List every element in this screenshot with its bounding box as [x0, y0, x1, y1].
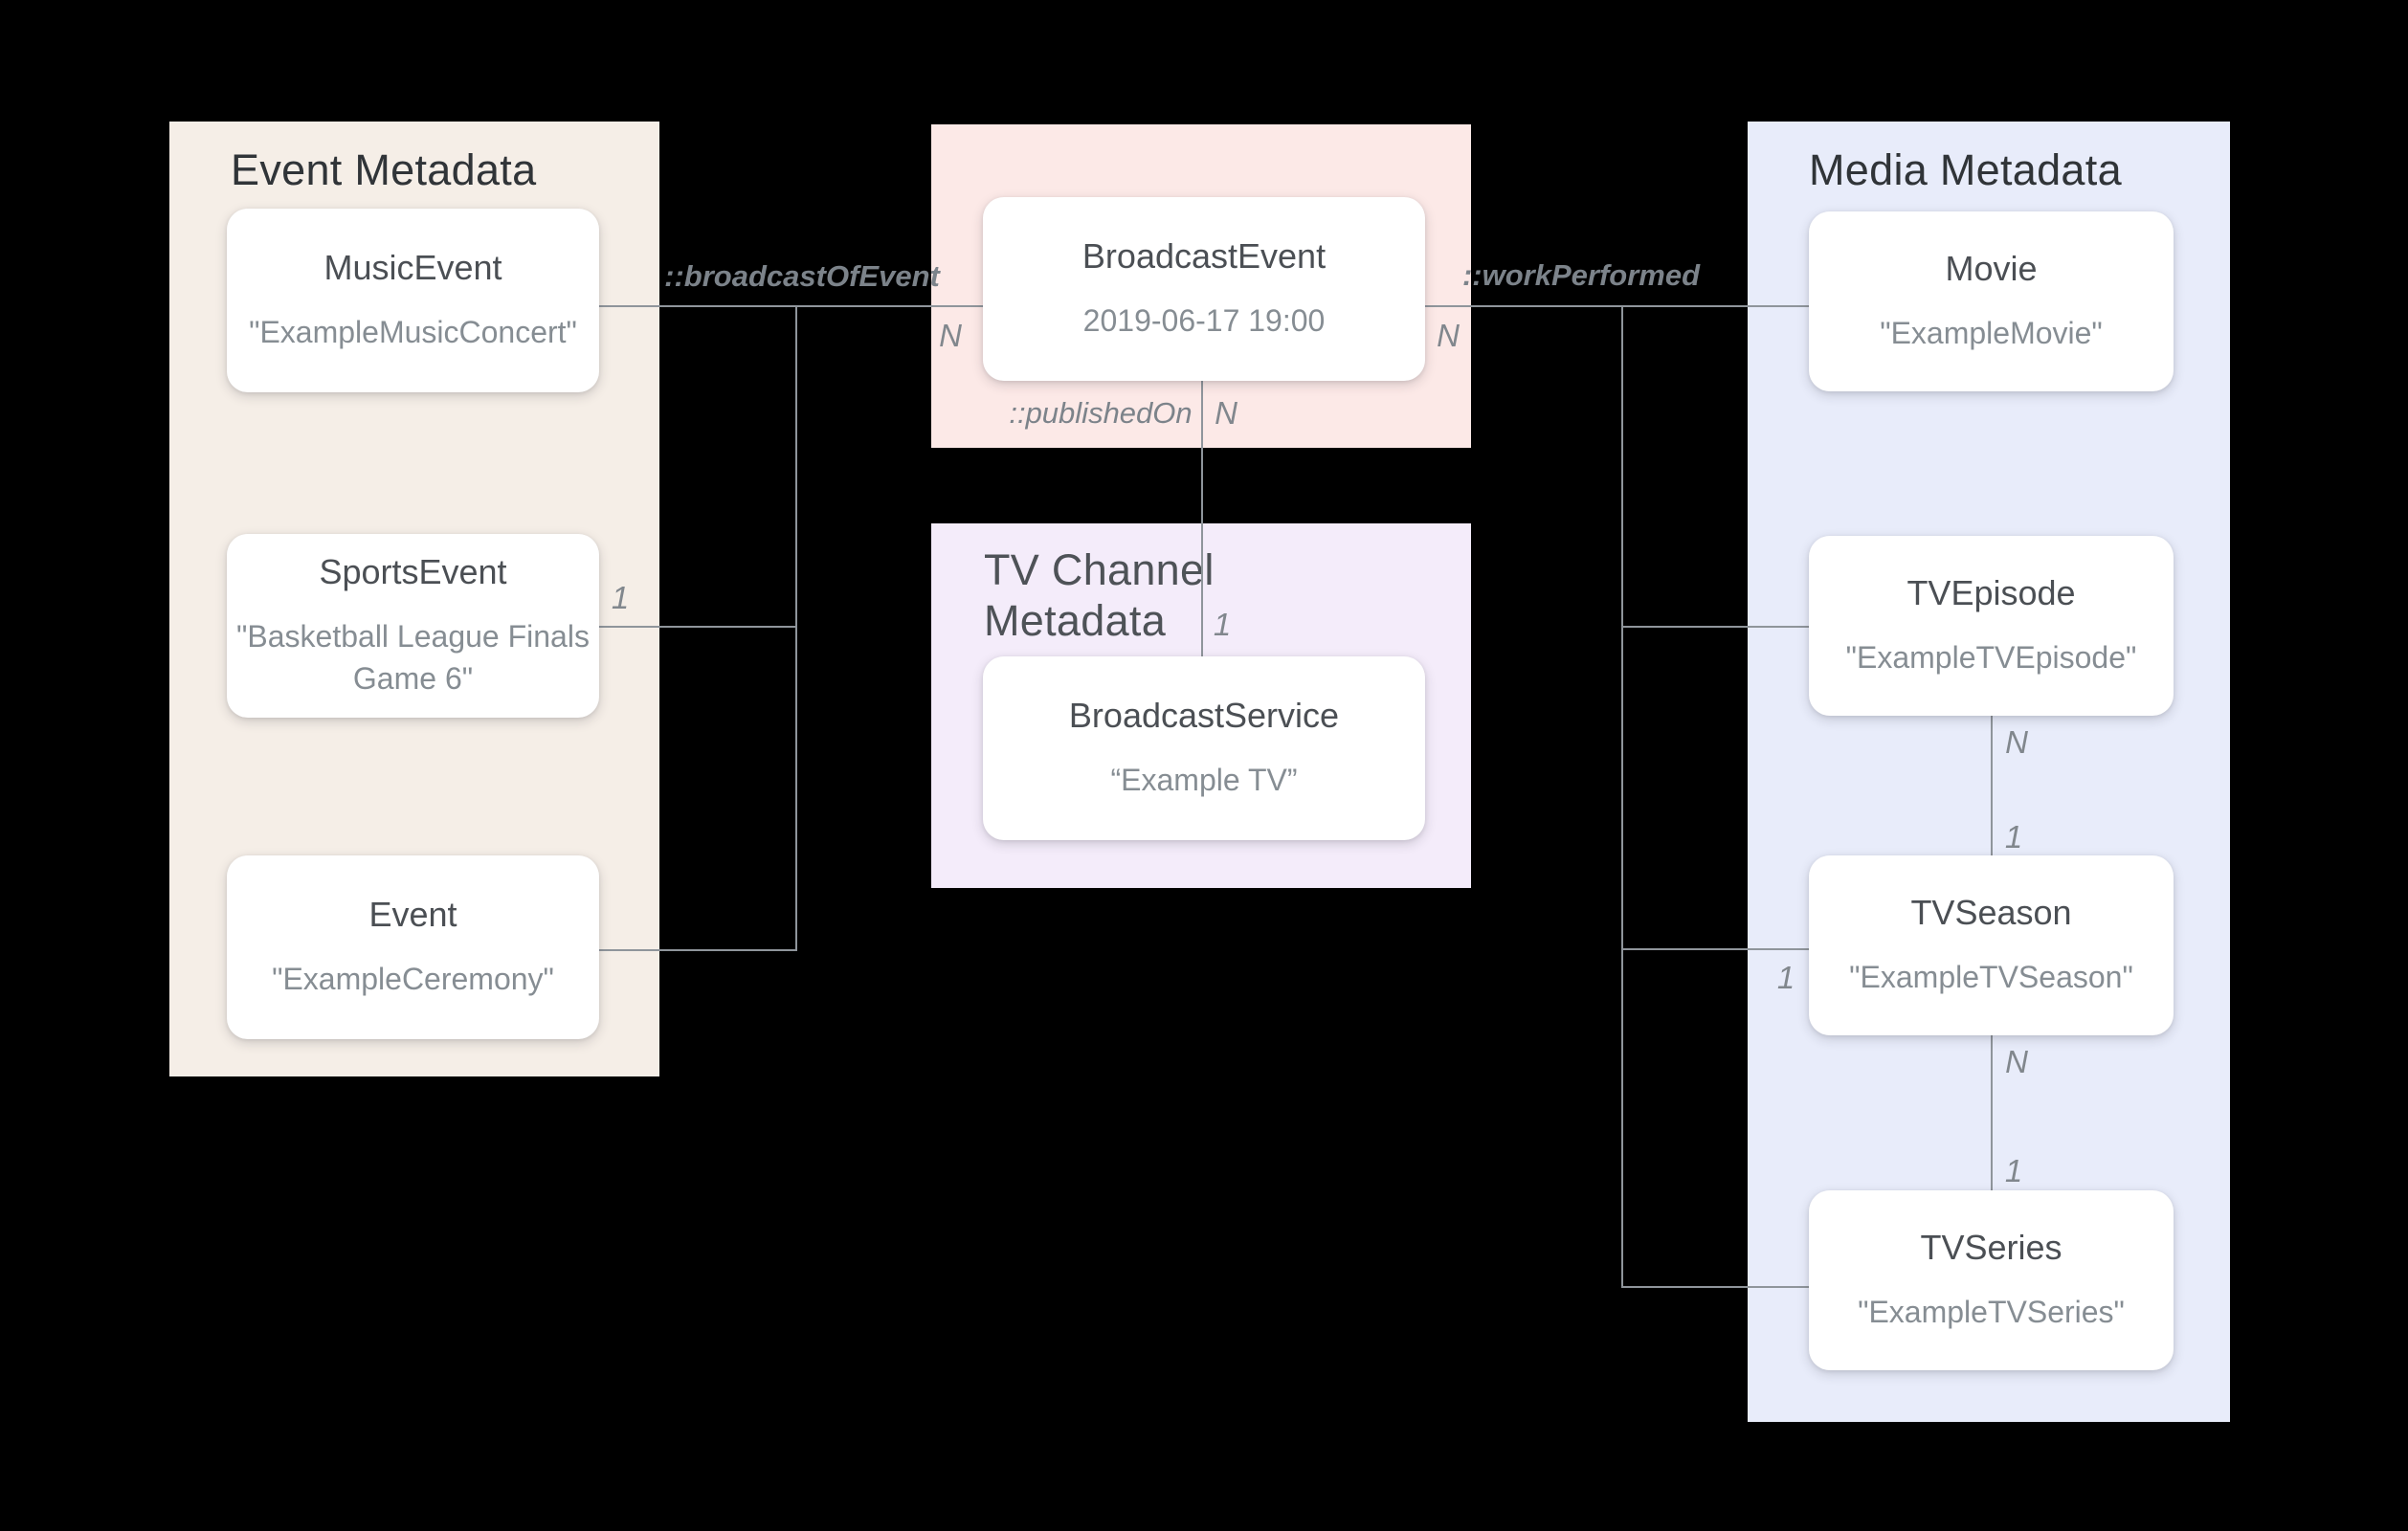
cardinality-broadcastofevent-n: N [939, 318, 962, 353]
node-event: Event "ExampleCeremony" [227, 855, 599, 1039]
connector-rightbus-to-tvseries [1621, 1286, 1809, 1288]
node-title: TVEpisode [1906, 573, 2076, 613]
node-title: TVSeason [1910, 893, 2072, 933]
node-value: “Example TV” [1110, 762, 1298, 797]
tv-channel-metadata-title: TV Channel Metadata [984, 545, 1215, 646]
node-title: BroadcastEvent [1081, 236, 1327, 277]
relation-label-publishedon: ::publishedOn [1009, 396, 1193, 430]
node-tv-season: TVSeason "ExampleTVSeason" [1809, 855, 2174, 1035]
node-value: "ExampleCeremony" [272, 961, 554, 996]
node-music-event: MusicEvent "ExampleMusicConcert" [227, 209, 599, 392]
node-tv-episode: TVEpisode "ExampleTVEpisode" [1809, 536, 2174, 716]
node-tv-series: TVSeries "ExampleTVSeries" [1809, 1190, 2174, 1370]
node-broadcast-event: BroadcastEvent 2019-06-17 19:00 [983, 197, 1425, 381]
media-metadata-title: Media Metadata [1809, 145, 2122, 194]
connector-left-bus [795, 305, 797, 951]
node-title: MusicEvent [323, 248, 502, 288]
node-title: BroadcastService [1068, 696, 1340, 736]
relation-label-workperformed: ::workPerformed [1461, 258, 1701, 292]
connector-rightbus-to-tvepisode [1621, 626, 1809, 628]
node-value: "ExampleTVSeries" [1858, 1294, 2125, 1329]
cardinality-season-series-1: 1 [2004, 1153, 2023, 1188]
connector-publishedon [1201, 381, 1203, 656]
node-value: "ExampleTVEpisode" [1845, 639, 2137, 675]
cardinality-episode-season-n: N [2005, 724, 2028, 760]
node-title: Event [368, 895, 457, 935]
node-title: Movie [1945, 249, 2038, 289]
cardinality-publishedon-1: 1 [1213, 607, 1232, 642]
connector-rightbus-to-movie [1621, 305, 1809, 307]
node-value: "Basketball League Finals Game 6" [236, 618, 590, 696]
connector-broadcastevent-to-rightbus [1425, 305, 1622, 307]
cardinality-workperformed-1: 1 [1776, 960, 1795, 995]
node-title: TVSeries [1920, 1228, 2062, 1268]
connector-right-bus [1621, 305, 1623, 1288]
connector-rightbus-to-tvseason [1621, 948, 1809, 950]
cardinality-workperformed-n: N [1437, 318, 1460, 353]
connector-event-to-bus [599, 949, 796, 951]
connector-musicevent-to-bus [599, 305, 796, 307]
connector-tvepisode-to-tvseason [1991, 716, 1993, 855]
node-title: SportsEvent [319, 552, 507, 592]
node-sports-event: SportsEvent "Basketball League Finals Ga… [227, 534, 599, 718]
relation-label-broadcastofevent: ::broadcastOfEvent [664, 259, 940, 293]
connector-tvseason-to-tvseries [1991, 1035, 1993, 1190]
connector-sportsevent-to-bus [599, 626, 796, 628]
cardinality-publishedon-n: N [1215, 395, 1237, 431]
cardinality-season-series-n: N [2005, 1044, 2028, 1079]
node-broadcast-service: BroadcastService “Example TV” [983, 656, 1425, 840]
node-movie: Movie "ExampleMovie" [1809, 211, 2174, 391]
cardinality-broadcastofevent-1: 1 [611, 580, 630, 615]
node-value: "ExampleMusicConcert" [249, 314, 577, 349]
node-value: "ExampleMovie" [1880, 315, 2103, 350]
node-value: "ExampleTVSeason" [1849, 959, 2133, 994]
cardinality-episode-season-1: 1 [2004, 819, 2023, 854]
connector-bus-to-broadcastevent [796, 305, 983, 307]
node-value: 2019-06-17 19:00 [1082, 302, 1326, 338]
event-metadata-title: Event Metadata [231, 145, 537, 194]
